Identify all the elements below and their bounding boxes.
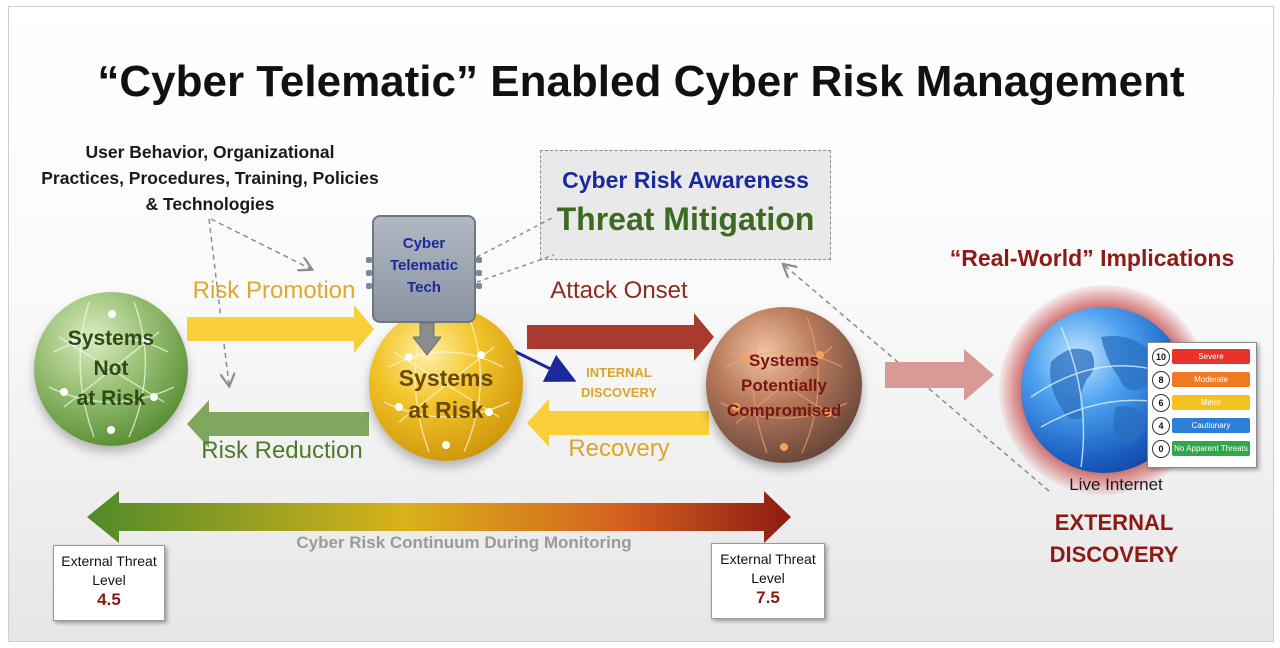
threat-scale-legend: 10 Severe 8 Moderate 6 Minor 4 Cautionar… [1147,342,1257,468]
internal-discovery-label: INTERNAL DISCOVERY [580,365,658,400]
network-lines [383,316,510,453]
practices-text: User Behavior, Organizational Practices,… [29,139,391,217]
threat-row-severe: 10 Severe [1152,348,1252,366]
risk-reduction-label: Risk Reduction [201,437,363,464]
attack-onset-label: Attack Onset [550,277,688,304]
dashed-connector [476,254,555,283]
external-discovery-label: EXTERNAL DISCOVERY [1049,510,1179,567]
risk-promotion-arrow [187,305,374,353]
chip-pin [366,283,372,289]
page-title: “Cyber Telematic” Enabled Cyber Risk Man… [97,57,1185,106]
cyber-telematic-chip [372,215,476,323]
awareness-label: Cyber Risk Awareness [562,167,809,193]
mitigation-label: Threat Mitigation [556,201,815,237]
dashed-connector [208,218,229,385]
external-threat-level-high: External Threat Level 7.5 [711,543,825,619]
dashed-connector [476,216,555,258]
practices-line-3: & Technologies [145,194,275,214]
chip-pin [476,270,482,276]
sphere-not-at-risk-label: Systems Not at Risk [67,327,155,410]
sphere-at-risk-label: Systems at Risk [398,365,494,423]
chip-pin [476,283,482,289]
threat-row-moderate: 8 Moderate [1152,371,1252,389]
dashed-connector [210,218,311,269]
external-threat-level-low: External Threat Level 4.5 [53,545,165,621]
slide: “Cyber Telematic” Enabled Cyber Risk Man… [8,6,1274,642]
continuum-label: Cyber Risk Continuum During Monitoring [296,533,632,552]
risk-reduction-arrow [187,400,369,448]
arrows-layer [87,216,1050,543]
network-lines [48,301,175,438]
network-lines [720,316,848,454]
chip-pin [366,257,372,263]
recovery-label: Recovery [568,435,670,462]
sphere-compromised [706,307,862,463]
chip-pin [366,270,372,276]
threat-row-no-threats: 0 No Apparent Threats [1152,440,1252,458]
external-arrow [885,349,994,401]
risk-promotion-label: Risk Promotion [192,277,356,304]
globe-continents [1030,326,1182,468]
threat-row-minor: 6 Minor [1152,394,1252,412]
chip-label: Cyber Telematic Tech [389,235,459,296]
practices-line-2: Practices, Procedures, Training, Policie… [41,168,379,188]
continuum-arrow [87,491,791,543]
attack-onset-arrow [527,313,714,361]
sphere-not-at-risk [34,292,188,446]
sphere-compromised-label: Systems Potentially Compromised [726,350,842,420]
live-internet-label: Live Internet [1069,475,1163,494]
sphere-at-risk [369,307,523,461]
chip-pin [476,257,482,263]
recovery-arrow [527,399,709,447]
threat-row-cautionary: 4 Cautionary [1152,417,1252,435]
practices-line-1: User Behavior, Organizational [85,142,335,162]
awareness-box [540,150,831,260]
chip-down-arrow [413,323,441,356]
real-world-title: “Real-World” Implications [949,245,1235,271]
